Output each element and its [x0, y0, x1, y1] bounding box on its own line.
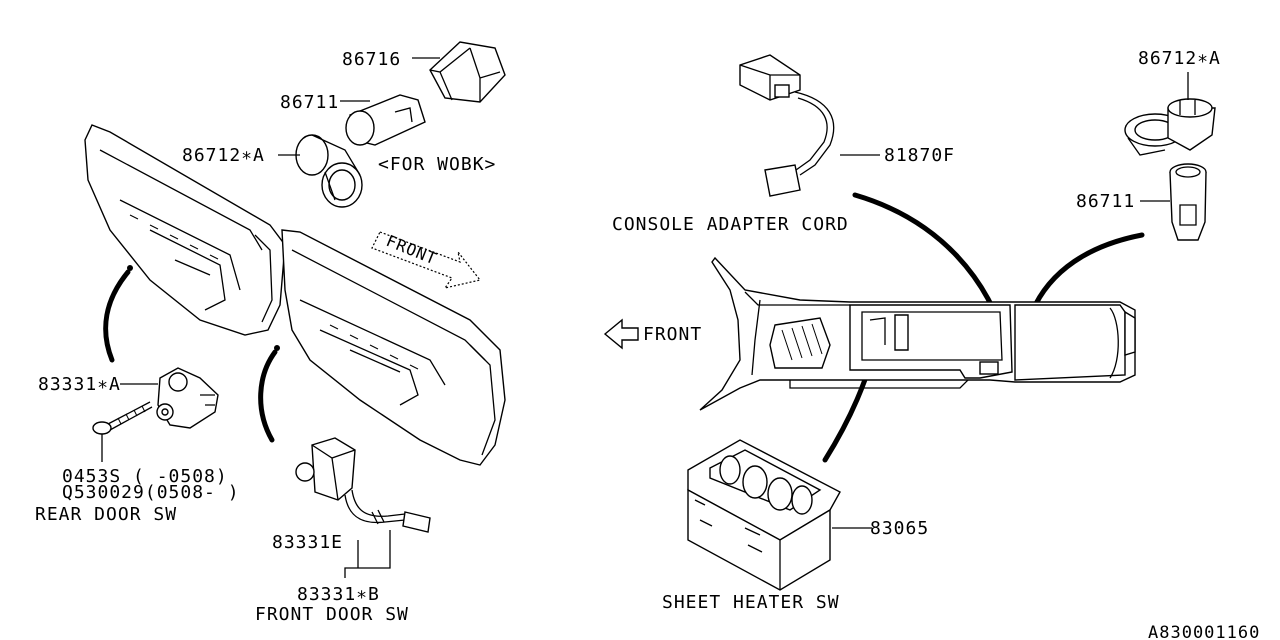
label-0453s: 0453S ( -0508) [62, 466, 228, 487]
label-81870f: 81870F [884, 145, 955, 166]
part-86711-socket-right: 86711 [1076, 163, 1207, 241]
part-83331e-front-door-switch [295, 437, 431, 533]
diagram-id: A830001160 [1148, 623, 1260, 640]
part-81870f-console-adapter-cord: 81870F [739, 54, 955, 197]
front-direction-arrow-right: FRONT [603, 318, 702, 350]
part-83331a-rear-door-switch: 83331∗A [38, 367, 219, 429]
label-83331e: 83331E [272, 532, 343, 553]
label-q530029: Q530029(0508- ) [62, 482, 240, 503]
label-83331a: 83331∗A [38, 374, 121, 395]
label-for-wobk: <FOR WOBK> [378, 154, 496, 175]
label-83331b: 83331∗B [297, 584, 380, 605]
label-front-door-sw: FRONT DOOR SW [255, 604, 409, 625]
label-rear-door-sw: REAR DOOR SW [35, 504, 177, 525]
label-83065: 83065 [870, 518, 929, 539]
front-arrow-label-left: FRONT [384, 231, 440, 269]
label-86716: 86716 [342, 49, 401, 70]
leader-curves-left [103, 265, 280, 443]
rear-door-trim-panel [84, 124, 286, 336]
front-arrow-label-right: FRONT [643, 324, 702, 345]
part-83065-seat-heater-switch: 83065 [687, 439, 929, 591]
label-console-adapter-cord: CONSOLE ADAPTER CORD [612, 214, 849, 235]
part-86711-socket-left: 86711 [280, 92, 426, 146]
part-86716-sleeve: 86716 [342, 41, 506, 103]
center-console [699, 256, 1136, 411]
label-sheet-heater-sw: SHEET HEATER SW [662, 592, 840, 613]
label-86711-left: 86711 [280, 92, 339, 113]
label-86711-right: 86711 [1076, 191, 1135, 212]
part-86712a-ring-left: 86712∗A [182, 134, 363, 208]
screw-icon [92, 401, 153, 462]
front-door-trim-panel [281, 229, 506, 466]
label-86712a-left: 86712∗A [182, 145, 265, 166]
part-86712a-ring-right: 86712∗A [1124, 48, 1221, 156]
label-86712a-right: 86712∗A [1138, 48, 1221, 69]
